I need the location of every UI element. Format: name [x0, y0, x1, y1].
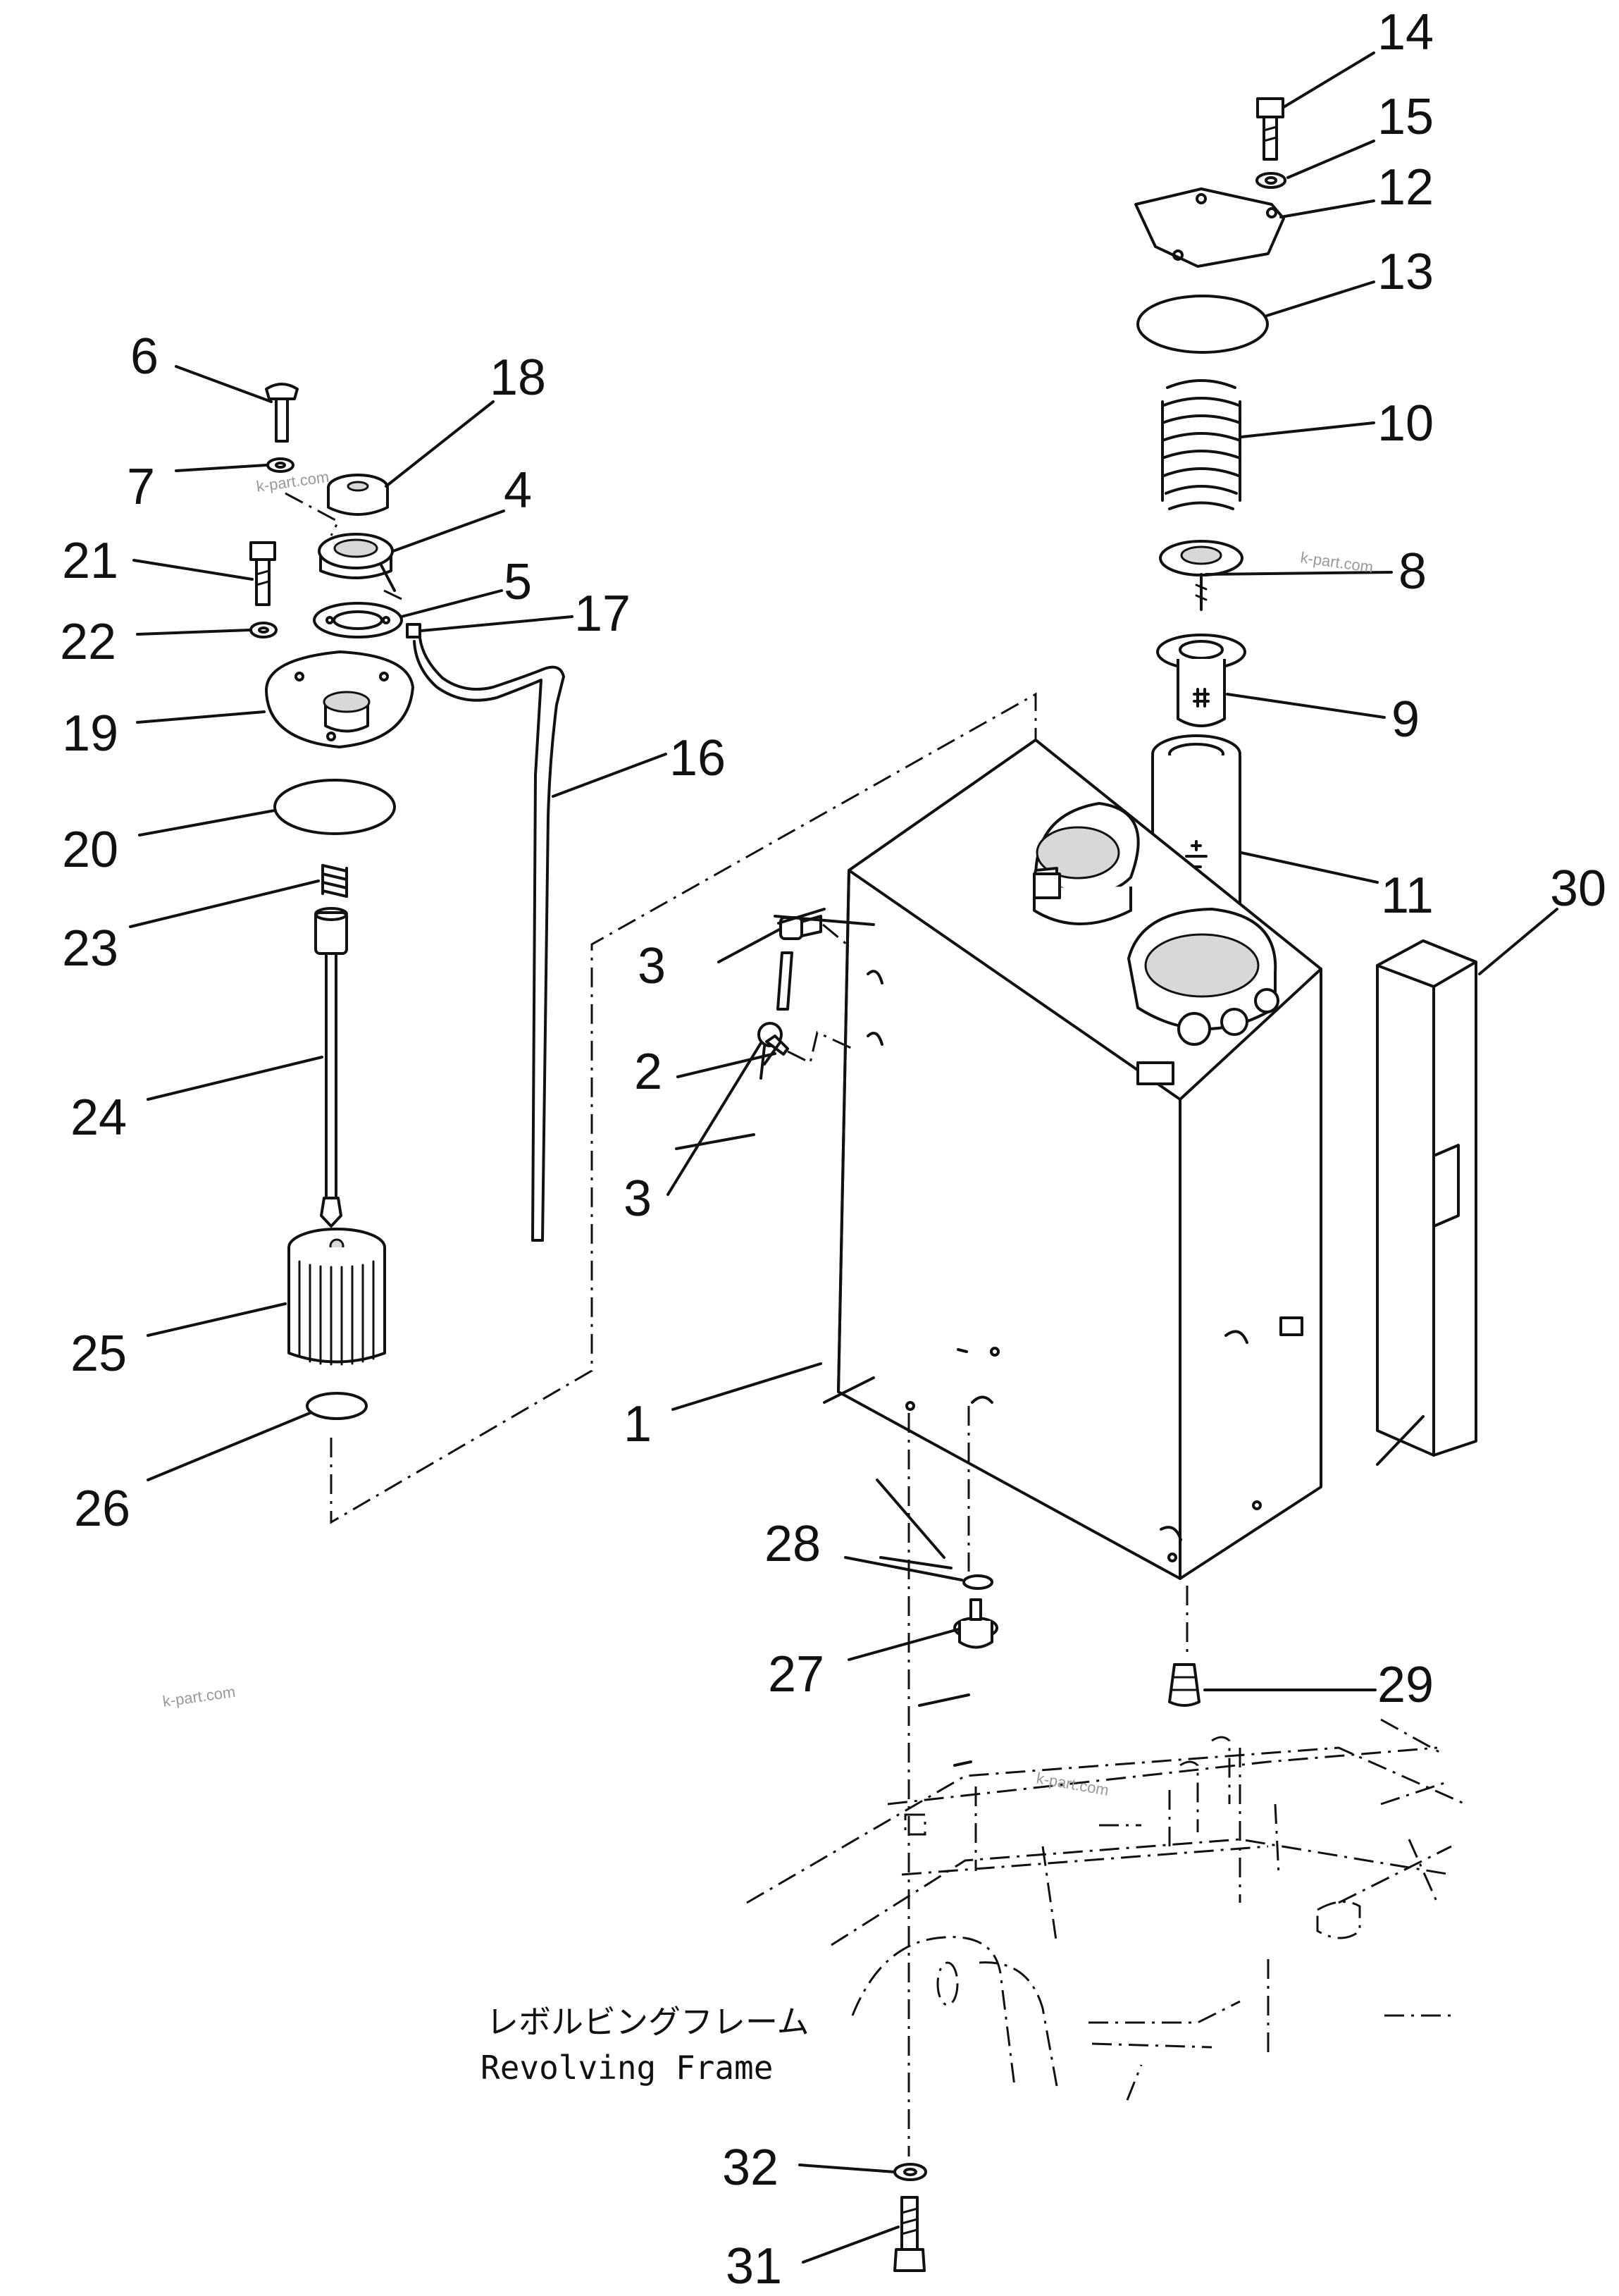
callout-15: 15 — [1377, 89, 1434, 145]
callout-12: 12 — [1377, 159, 1434, 216]
drain-plug-27-drawing — [953, 1598, 998, 1649]
callout-30: 30 — [1550, 860, 1606, 917]
callout-29: 29 — [1377, 1657, 1434, 1713]
callout-18: 18 — [490, 350, 546, 406]
callout-3-lower: 3 — [624, 1171, 652, 1227]
washer-22-drawing — [249, 622, 278, 638]
cover-30-drawing — [1376, 939, 1477, 1457]
watermark-3: k-part.com — [161, 1683, 236, 1710]
callout-7: 7 — [127, 459, 155, 515]
bolt-14-drawing — [1256, 97, 1284, 161]
callout-28: 28 — [764, 1516, 821, 1572]
callout-21: 21 — [62, 533, 118, 589]
drain-guide — [907, 1406, 1189, 2156]
o-ring-28-drawing — [962, 1574, 993, 1590]
washer-15-drawing — [1255, 172, 1286, 189]
o-ring-20-drawing — [273, 779, 396, 835]
callout-24: 24 — [70, 1090, 127, 1146]
tank-1-drawing — [837, 739, 1322, 1580]
rod-24-drawing — [314, 907, 348, 1228]
callout-32: 32 — [722, 2140, 779, 2196]
callout-9: 9 — [1391, 691, 1420, 748]
callout-23: 23 — [62, 920, 118, 977]
callout-20: 20 — [62, 822, 118, 878]
plug-17-drawing — [406, 623, 421, 638]
watermark-4: k-part.com — [1035, 1769, 1110, 1799]
bolt-31-drawing — [893, 2196, 926, 2272]
callout-11: 11 — [1381, 868, 1434, 924]
callout-10: 10 — [1377, 395, 1434, 452]
o-ring-26-drawing — [306, 1392, 368, 1420]
o-ring-13-drawing — [1136, 295, 1269, 354]
strainer-9-drawing — [1156, 634, 1246, 727]
callout-13: 13 — [1377, 244, 1434, 300]
gasket-5-drawing — [313, 602, 403, 638]
assembly-guide-left — [285, 492, 1037, 1524]
callout-3-upper: 3 — [638, 938, 666, 994]
callout-22: 22 — [60, 614, 116, 670]
callout-17: 17 — [574, 586, 631, 642]
bolt-6-drawing — [265, 383, 299, 443]
spring-23-drawing — [321, 864, 348, 898]
flange-19-drawing — [265, 650, 414, 748]
frame-label-english: Revolving Frame — [480, 2049, 773, 2087]
callout-5: 5 — [504, 554, 532, 610]
hose-2-drawing — [776, 951, 793, 1011]
callout-2: 2 — [634, 1044, 662, 1100]
callout-19: 19 — [62, 705, 118, 762]
washer-7-drawing — [266, 457, 294, 473]
frame-label-japanese: レボルビングフレーム — [486, 2003, 810, 2041]
bolt-21-drawing — [249, 541, 276, 606]
callout-16: 16 — [669, 730, 726, 786]
leader-extra — [671, 927, 1326, 1691]
callout-31: 31 — [726, 2238, 782, 2295]
callout-4: 4 — [504, 462, 532, 519]
plug-29-drawing — [1168, 1663, 1201, 1707]
leader-lines — [675, 908, 1425, 1767]
cap-18-drawing — [327, 474, 389, 516]
cover-12-drawing — [1134, 187, 1285, 268]
washer-32-drawing — [893, 2163, 927, 2181]
callout-27: 27 — [768, 1646, 824, 1703]
spring-10-drawing — [1161, 379, 1241, 510]
callout-8: 8 — [1398, 543, 1427, 600]
watermark-1: k-part.com — [255, 468, 330, 495]
valve-8-drawing — [1159, 540, 1243, 611]
hose-guide — [787, 923, 853, 1065]
callout-14: 14 — [1377, 4, 1434, 61]
element-25-drawing — [287, 1228, 386, 1366]
callout-26: 26 — [74, 1481, 130, 1537]
callout-25: 25 — [70, 1326, 127, 1382]
callout-labels: 14 15 12 13 10 8 9 11 30 6 7 18 4 5 17 2… — [60, 4, 1606, 2295]
callout-6: 6 — [130, 328, 159, 385]
callout-1: 1 — [624, 1396, 652, 1452]
gauge-16-drawing — [413, 636, 565, 1242]
revolving-frame-drawing — [746, 1718, 1466, 2101]
filler-neck-4-drawing — [318, 533, 396, 592]
